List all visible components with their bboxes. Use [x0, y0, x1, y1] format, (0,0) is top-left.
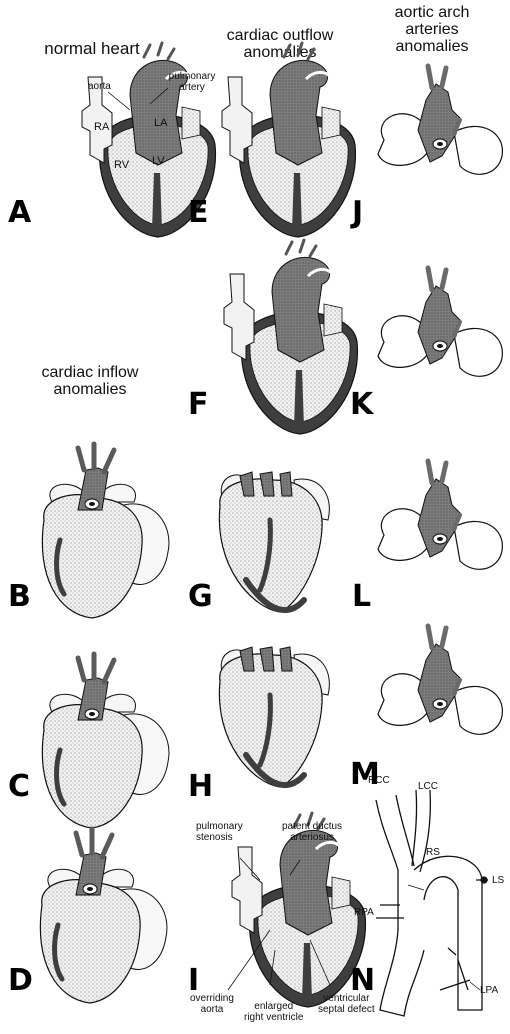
arch-drawing-j [378, 66, 502, 174]
arch-drawing-m [378, 626, 502, 734]
label-pulmonary-artery: pulmonary artery [162, 72, 222, 93]
label-aorta: aorta [88, 82, 111, 93]
heart-drawing-c [42, 654, 169, 828]
panel-letter-l: L [352, 582, 371, 612]
label-rs: RS [426, 848, 440, 859]
heart-drawing-h [219, 647, 329, 787]
label-lv: LV [152, 156, 165, 168]
heart-drawing-f [224, 240, 357, 434]
arch-schematic-n [376, 790, 488, 1016]
panel-letter-n: N [350, 966, 375, 996]
panel-letter-d: D [8, 966, 33, 996]
label-enlarged-rv: enlarged right ventricle [244, 1002, 303, 1023]
panel-letter-k: K [350, 390, 373, 420]
label-line: septal defect [318, 1005, 375, 1016]
label-line: enlarged [244, 1002, 303, 1013]
panel-letter-j: J [352, 198, 363, 228]
heart-drawing-d [40, 829, 167, 1003]
label-lcc: LCC [418, 782, 438, 793]
panel-letter-e: E [188, 198, 209, 228]
label-line: artery [162, 83, 222, 94]
label-ra: RA [94, 122, 109, 134]
panel-letter-h: H [188, 772, 213, 802]
arch-drawing-l [378, 461, 502, 569]
panel-letter-b: B [8, 582, 31, 612]
heart-drawing-g [219, 472, 329, 612]
label-la: LA [154, 118, 167, 130]
arch-drawing-k [378, 268, 502, 376]
panel-letter-g: G [188, 582, 213, 612]
label-line: pulmonary [196, 822, 243, 833]
label-lpa: LPA [480, 986, 498, 997]
panel-letter-f: F [188, 390, 209, 420]
label-line: right ventricle [244, 1013, 303, 1024]
label-line: arteriosus [282, 833, 342, 844]
label-ls: LS [492, 876, 504, 887]
panel-letter-m: M [350, 760, 380, 790]
label-patent-ductus: patent ductus arteriosus [282, 822, 342, 843]
panel-letter-i: I [188, 966, 199, 996]
label-line: patent ductus [282, 822, 342, 833]
label-line: aorta [190, 1005, 234, 1016]
label-pulmonary-stenosis: pulmonary stenosis [196, 822, 243, 843]
label-rpa: RPA [354, 908, 374, 919]
label-line: pulmonary [162, 72, 222, 83]
label-line: stenosis [196, 833, 243, 844]
panel-letter-c: C [8, 772, 30, 802]
heart-drawing-e [222, 43, 355, 237]
panel-letter-a: A [8, 198, 31, 228]
label-rv: RV [114, 160, 129, 172]
heart-drawing-b [42, 444, 169, 618]
